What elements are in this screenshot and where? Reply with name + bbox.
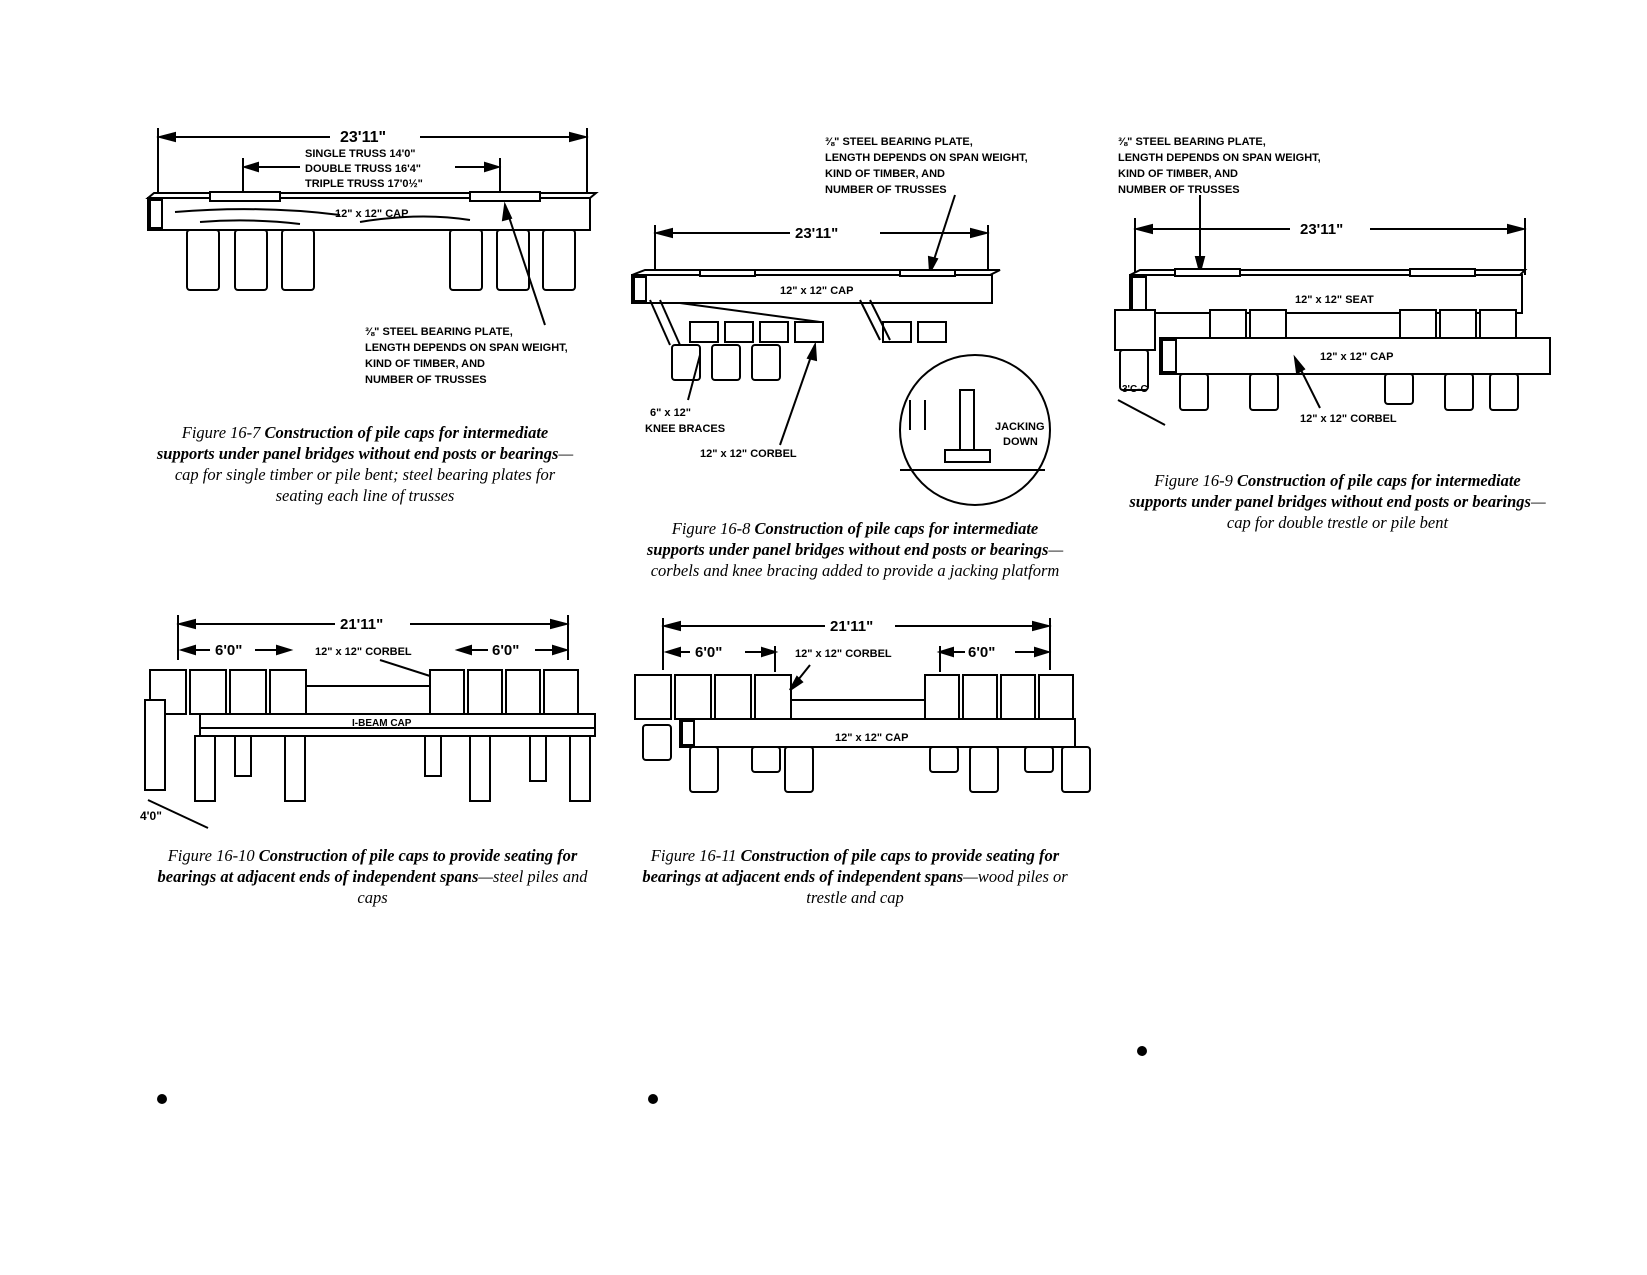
f7-plate-note-1: ⅜" STEEL BEARING PLATE,: [365, 326, 513, 338]
f9-plate-note-1: ⅜" STEEL BEARING PLATE,: [1118, 136, 1266, 148]
f9-plate-note-4: NUMBER OF TRUSSES: [1118, 184, 1240, 196]
f9-corbel-label: 12" x 12" CORBEL: [1300, 413, 1397, 425]
f11-left-dim: 6'0": [695, 644, 722, 661]
f10-corbel-label: 12" x 12" CORBEL: [315, 646, 412, 658]
f11-caption-number: Figure 16-11: [650, 846, 741, 865]
f10-right-dim: 6'0": [492, 642, 519, 659]
f9-plate-note-3: KIND OF TIMBER, AND: [1118, 168, 1238, 180]
figure-16-11-caption: Figure 16-11 Construction of pile caps t…: [640, 845, 1070, 908]
f9-spacing: 3'C-C: [1122, 384, 1148, 395]
f7-plate-note-2: LENGTH DEPENDS ON SPAN WEIGHT,: [365, 342, 568, 354]
f8-cap-label: 12" x 12" CAP: [780, 285, 853, 297]
f9-plate-note-2: LENGTH DEPENDS ON SPAN WEIGHT,: [1118, 152, 1321, 164]
margin-dot-left: [157, 1094, 167, 1104]
f8-plate-note-1: ⅜" STEEL BEARING PLATE,: [825, 136, 973, 148]
figure-16-9-drawing: ⅜" STEEL BEARING PLATE, LENGTH DEPENDS O…: [1114, 136, 1551, 426]
f11-cap-label: 12" x 12" CAP: [835, 732, 908, 744]
f7-cap-label: 12" x 12" CAP: [335, 208, 408, 220]
f8-knee-label-2: KNEE BRACES: [645, 423, 725, 435]
f11-caption-bold: Construction of pile caps to provide sea…: [642, 846, 1060, 886]
margin-dot-center: [648, 1094, 658, 1104]
f7-plate-note-4: NUMBER OF TRUSSES: [365, 374, 487, 386]
margin-dot-right: [1137, 1046, 1147, 1056]
figure-16-8-drawing: ⅜" STEEL BEARING PLATE, LENGTH DEPENDS O…: [631, 136, 1051, 506]
f7-single-truss: SINGLE TRUSS 14'0": [305, 148, 416, 160]
figure-16-9-caption: Figure 16-9 Construction of pile caps fo…: [1125, 470, 1550, 533]
f11-caption-rest: —wood piles or trestle and cap: [806, 867, 1068, 907]
f8-plate-note-4: NUMBER OF TRUSSES: [825, 184, 947, 196]
figure-16-8-caption: Figure 16-8 Construction of pile caps fo…: [645, 518, 1065, 581]
f9-caption-bold: Construction of pile caps for intermedia…: [1129, 471, 1531, 511]
figure-16-7-drawing: 23'11" SINGLE TRUSS 14'0" DOUBLE TRUSS 1…: [145, 128, 599, 386]
f8-knee-label-1: 6" x 12": [650, 407, 691, 419]
f7-overall-dim: 23'11": [340, 129, 386, 146]
f10-spacing: 4'0": [140, 809, 162, 823]
f9-caption-number: Figure 16-9: [1154, 471, 1238, 490]
f10-left-dim: 6'0": [215, 642, 242, 659]
f8-plate-note-3: KIND OF TIMBER, AND: [825, 168, 945, 180]
f8-jacking-label-1: JACKING: [995, 421, 1045, 433]
f9-cap-label: 12" x 12" CAP: [1320, 351, 1393, 363]
f7-caption-number: Figure 16-7: [181, 423, 265, 442]
f8-caption-number: Figure 16-8: [671, 519, 755, 538]
f9-caption-rest: —cap for double trestle or pile bent: [1226, 492, 1546, 532]
f11-right-dim: 6'0": [968, 644, 995, 661]
figure-16-10-caption: Figure 16-10 Construction of pile caps t…: [155, 845, 590, 908]
f8-overall-dim: 23'11": [795, 225, 838, 242]
f10-cap-label: I-BEAM CAP: [352, 718, 412, 729]
f8-caption-rest: —corbels and knee bracing added to provi…: [650, 540, 1064, 580]
f7-caption-bold: Construction of pile caps for intermedia…: [156, 423, 559, 463]
f9-seat-label: 12" x 12" SEAT: [1295, 294, 1374, 306]
f8-jacking-label-2: DOWN: [1003, 436, 1038, 448]
f8-corbel-label: 12" x 12" CORBEL: [700, 448, 797, 460]
f7-caption-rest: —cap for single timber or pile bent; ste…: [174, 444, 574, 505]
f10-overall-dim: 21'11": [340, 616, 383, 633]
f11-corbel-label: 12" x 12" CORBEL: [795, 648, 892, 660]
f7-double-truss: DOUBLE TRUSS 16'4": [305, 163, 421, 175]
figure-16-11-drawing: 21'11" 6'0" 6'0" 12" x 12" CORBEL 12" x …: [634, 618, 1091, 793]
f10-caption-rest: —steel piles and caps: [357, 867, 588, 907]
f10-caption-bold: Construction of pile caps to provide sea…: [157, 846, 578, 886]
f8-caption-bold: Construction of pile caps for intermedia…: [646, 519, 1049, 559]
figure-16-10-drawing: 21'11" 6'0" 6'0" 12" x 12" CORBEL I-BEAM…: [140, 615, 596, 829]
f11-overall-dim: 21'11": [830, 618, 873, 635]
f7-triple-truss: TRIPLE TRUSS 17'0½": [305, 178, 423, 190]
f7-plate-note-3: KIND OF TIMBER, AND: [365, 358, 485, 370]
f9-overall-dim: 23'11": [1300, 221, 1343, 238]
f10-caption-number: Figure 16-10: [167, 846, 259, 865]
figure-16-7-caption: Figure 16-7 Construction of pile caps fo…: [155, 422, 575, 506]
f8-plate-note-2: LENGTH DEPENDS ON SPAN WEIGHT,: [825, 152, 1028, 164]
